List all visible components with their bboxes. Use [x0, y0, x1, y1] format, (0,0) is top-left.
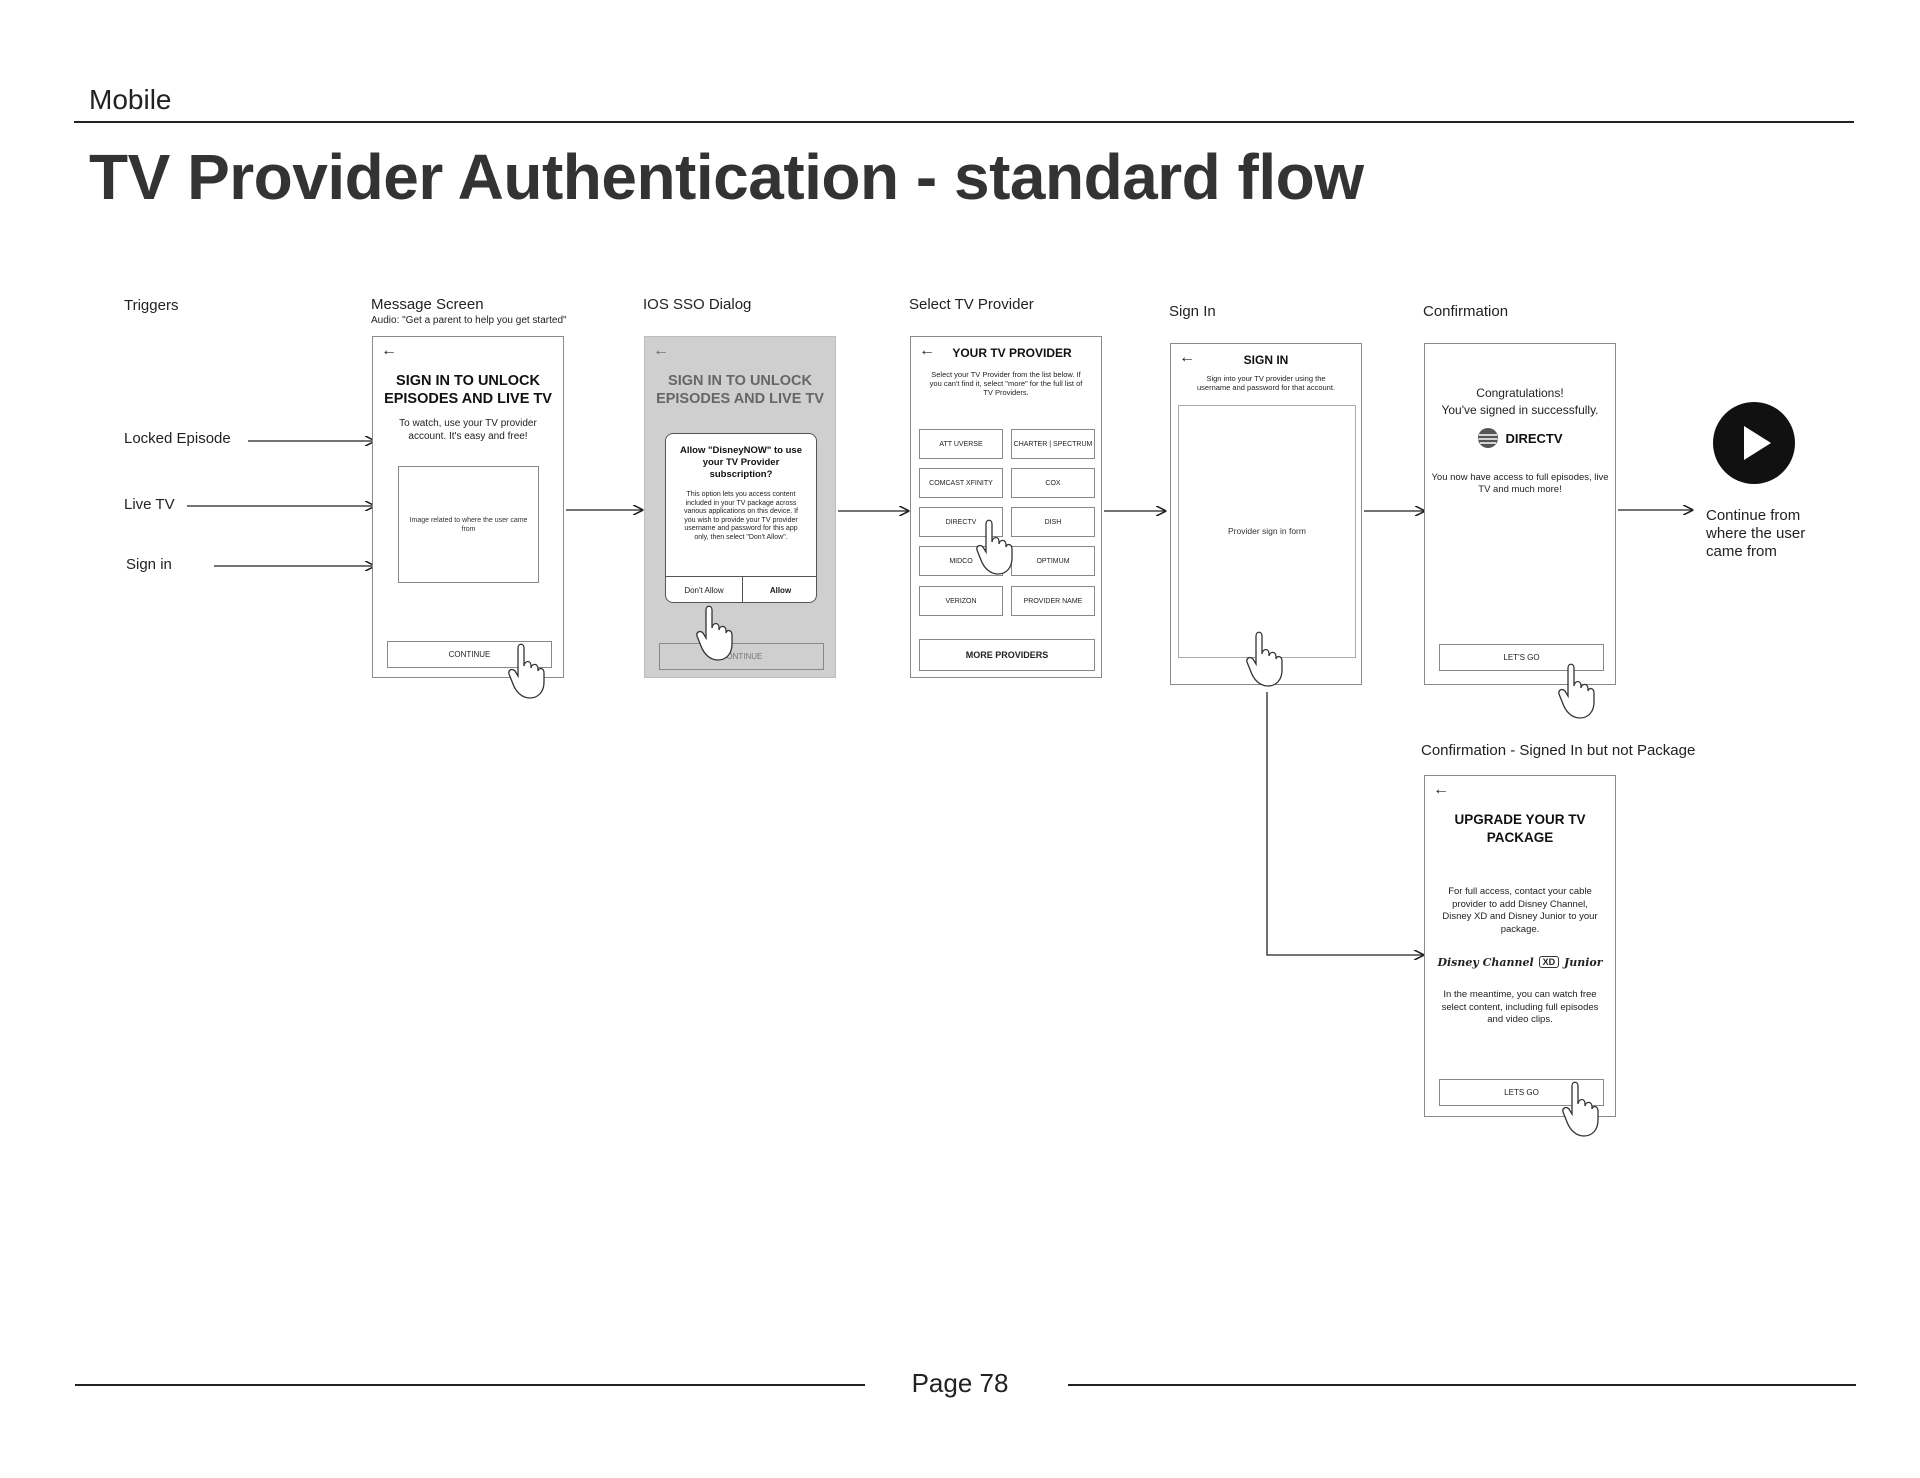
signin-screen: ← SIGN IN Sign into your TV provider usi…: [1170, 343, 1362, 685]
continue-note-line3: came from: [1706, 543, 1777, 560]
play-icon[interactable]: [1712, 401, 1796, 485]
upgrade-package-screen: ← UPGRADE YOUR TV PACKAGE For full acces…: [1424, 775, 1616, 1117]
confirm-line1: Congratulations!: [1476, 386, 1564, 400]
provider-comcast-xfinity[interactable]: COMCAST XFINITY: [919, 468, 1003, 498]
upgrade-screen-label: Confirmation - Signed In but not Package: [1421, 742, 1696, 759]
lets-go-button[interactable]: LET'S GO: [1439, 644, 1604, 671]
section-label: Mobile: [89, 84, 172, 115]
select-screen-label: Select TV Provider: [909, 296, 1034, 313]
disney-junior-logo: Junior: [1564, 955, 1603, 969]
upgrade-title-line1: UPGRADE YOUR TV: [1454, 812, 1586, 827]
continue-note-line1: Continue from: [1706, 507, 1801, 524]
provider-dish[interactable]: DISH: [1011, 507, 1095, 537]
upgrade-title-line2: PACKAGE: [1486, 830, 1554, 845]
message-screen-audio-note: Audio: "Get a parent to help you get sta…: [371, 315, 567, 326]
back-arrow-icon[interactable]: ←: [919, 342, 935, 359]
disney-xd-logo: XD: [1538, 956, 1560, 968]
back-arrow-icon[interactable]: ←: [1433, 781, 1449, 798]
tap-hand-icon: [508, 643, 545, 699]
sso-dialog-title: Allow "DisneyNOW" to use your TV Provide…: [680, 445, 802, 480]
confirmation-screen: Congratulations! You've signed in succes…: [1424, 343, 1616, 685]
confirm-line2: You've signed in successfully.: [1441, 403, 1599, 417]
footer-divider-right: [1068, 1384, 1856, 1386]
sso-dialog-body: This option lets you access content incl…: [683, 491, 798, 541]
upgrade-body2: In the meantime, you can watch free sele…: [1441, 989, 1599, 1025]
dont-allow-button[interactable]: Don't Allow: [684, 586, 724, 595]
channel-logos: Disney Channel XD Junior: [1435, 951, 1605, 973]
footer-divider-left: [75, 1384, 865, 1386]
sso-screen-label: IOS SSO Dialog: [643, 296, 752, 313]
provider-sign-in-form[interactable]: Provider sign in form: [1178, 405, 1356, 658]
image-placeholder: Image related to where the user came fro…: [398, 466, 539, 583]
provider-verizon[interactable]: VERIZON: [919, 586, 1003, 616]
select-title: YOUR TV PROVIDER: [952, 346, 1072, 360]
triggers-label: Triggers: [124, 297, 179, 314]
allow-button[interactable]: Allow: [769, 586, 792, 595]
confirm-screen-label: Confirmation: [1423, 303, 1509, 320]
back-arrow-icon: ←: [653, 342, 669, 359]
trigger-sign-in: Sign in: [126, 556, 172, 573]
trigger-locked-episode: Locked Episode: [124, 430, 231, 447]
message-title-line2: EPISODES AND LIVE TV: [384, 391, 552, 407]
dialog-button-divider: [742, 576, 743, 602]
select-body: Select your TV Provider from the list be…: [929, 370, 1083, 397]
message-screen-label: Message Screen: [371, 296, 484, 313]
signin-screen-label: Sign In: [1169, 303, 1216, 320]
image-placeholder-text: Image related to where the user came fro…: [409, 516, 528, 533]
tap-hand-icon: [1562, 1081, 1599, 1137]
page-number: Page 78: [911, 1368, 1009, 1398]
upgrade-body: For full access, contact your cable prov…: [1442, 886, 1598, 935]
provider-cox[interactable]: COX: [1011, 468, 1095, 498]
trigger-live-tv: Live TV: [124, 496, 175, 513]
message-body: To watch, use your TV provider account. …: [399, 418, 537, 442]
page-title: TV Provider Authentication - standard fl…: [89, 141, 1364, 213]
message-screen: ← SIGN IN TO UNLOCK EPISODES AND LIVE TV…: [372, 336, 564, 678]
directv-logo-text: DIRECTV: [1505, 430, 1563, 446]
continue-note-line2: where the user: [1706, 525, 1806, 542]
directv-logo: DIRECTV: [1425, 427, 1615, 449]
continue-button-disabled: CONTINUE: [659, 643, 824, 670]
provider-att-uverse[interactable]: ATT UVERSE: [919, 429, 1003, 459]
disney-channel-logo: Disney Channel: [1437, 955, 1534, 969]
header-divider: [74, 121, 1854, 123]
provider-charter-spectrum[interactable]: CHARTER | SPECTRUM: [1011, 429, 1095, 459]
provider-name-placeholder[interactable]: PROVIDER NAME: [1011, 586, 1095, 616]
select-provider-screen: ← YOUR TV PROVIDER Select your TV Provid…: [910, 336, 1102, 678]
tap-hand-icon: [976, 519, 1013, 575]
signin-title: SIGN IN: [1243, 353, 1289, 367]
tap-hand-icon: [696, 605, 733, 661]
message-title-line1: SIGN IN TO UNLOCK: [396, 373, 540, 389]
sso-dialog: Allow "DisneyNOW" to use your TV Provide…: [665, 433, 817, 603]
provider-optimum[interactable]: OPTIMUM: [1011, 546, 1095, 576]
arrow-signin-to-upgrade: [1266, 692, 1423, 955]
sso-screen: ← SIGN IN TO UNLOCK EPISODES AND LIVE TV…: [644, 336, 836, 678]
back-arrow-icon[interactable]: ←: [381, 342, 397, 359]
dialog-divider: [666, 576, 816, 577]
sso-title-line1: SIGN IN TO UNLOCK: [668, 373, 812, 389]
more-providers-button[interactable]: MORE PROVIDERS: [919, 639, 1095, 671]
att-globe-icon: [1478, 428, 1499, 448]
back-arrow-icon[interactable]: ←: [1179, 349, 1195, 366]
tap-hand-icon: [1558, 663, 1595, 719]
tap-hand-icon: [1246, 631, 1283, 687]
sso-title-line2: EPISODES AND LIVE TV: [656, 391, 824, 407]
provider-form-text: Provider sign in form: [1228, 526, 1306, 536]
signin-body: Sign into your TV provider using the use…: [1197, 374, 1335, 392]
continue-note: Continue from where the user came from: [1706, 507, 1805, 561]
confirm-body: You now have access to full episodes, li…: [1431, 472, 1609, 495]
